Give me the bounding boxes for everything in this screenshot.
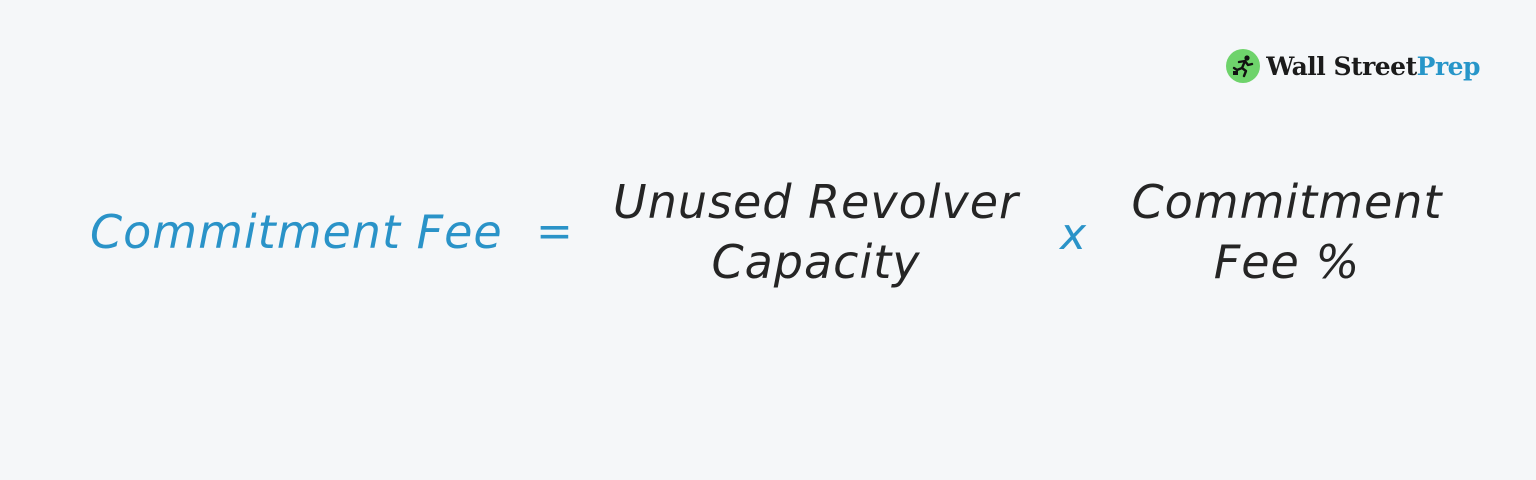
equals-sign: = (536, 206, 574, 257)
wall-street-prep-logo: Wall StreetPrep (1226, 48, 1481, 84)
formula-result: Commitment Fee (90, 205, 503, 259)
factor1-line1: Unused Revolver (613, 175, 1019, 229)
multiply-sign: x (1060, 209, 1088, 260)
factor2-line2: Fee % (1213, 235, 1361, 289)
logo-word-wall-street: Wall Street (1266, 51, 1417, 81)
logo-wordmark: Wall StreetPrep (1266, 54, 1480, 79)
formula-factor-fee-percent: Commitment Fee % (1120, 172, 1454, 292)
formula-factor-unused-capacity: Unused Revolver Capacity (612, 172, 1020, 292)
running-figure-icon (1226, 49, 1261, 83)
factor2-line1: Commitment (1131, 175, 1443, 229)
factor1-line2: Capacity (711, 235, 921, 289)
logo-word-prep: Prep (1416, 51, 1481, 81)
